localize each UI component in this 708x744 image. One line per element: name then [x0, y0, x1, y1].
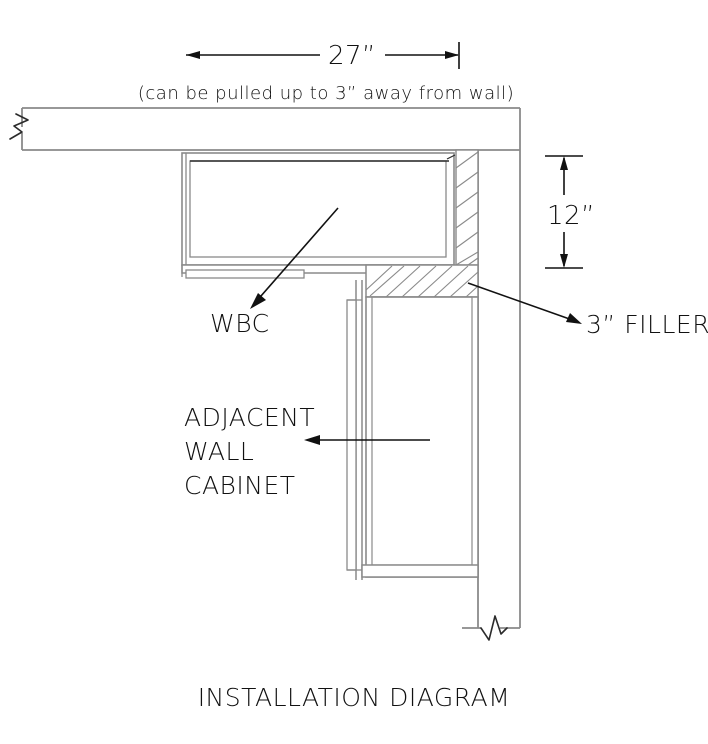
wbc-cabinet-body [181, 152, 456, 266]
adjacent-cabinet-label-line3: CABINET [184, 471, 296, 500]
leader-adjacent-cabinet [304, 435, 430, 445]
adjacent-cabinet-label-line2: WALL [184, 437, 254, 466]
wbc-label: WBC [210, 309, 270, 338]
adjacent-wall-cabinet-body [346, 280, 479, 580]
wall-horizontal [21, 107, 520, 151]
break-symbol-bottom [480, 615, 508, 641]
adjacent-cabinet-label-line1: ADJACENT [184, 403, 315, 432]
filler-block-horizontal [365, 264, 479, 298]
diagram-title: INSTALLATION DIAGRAM [198, 683, 511, 712]
leader-filler [467, 282, 582, 324]
dimension-12-label: 12” [547, 201, 595, 231]
filler-label: 3” FILLER [586, 310, 708, 339]
leader-wbc [250, 207, 339, 309]
dimension-12-inch [545, 155, 583, 269]
filler-strip-vertical [455, 149, 479, 266]
pull-out-note: (can be pulled up to 3” away from wall) [138, 83, 514, 104]
dimension-27-label: 27” [328, 41, 376, 71]
dimension-27-inch [186, 42, 460, 69]
break-symbol-left [9, 113, 29, 140]
